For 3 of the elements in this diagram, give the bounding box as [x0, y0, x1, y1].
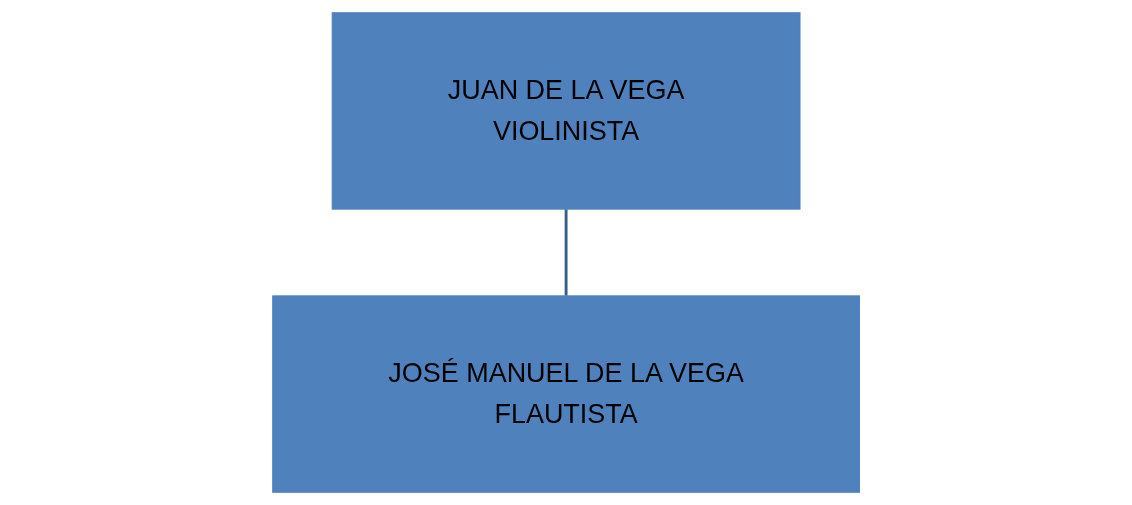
node-box: JUAN DE LA VEGA VIOLINISTA	[331, 12, 801, 210]
node-box: JOSÉ MANUEL DE LA VEGA FLAUTISTA	[272, 295, 860, 493]
connector	[564, 209, 568, 296]
